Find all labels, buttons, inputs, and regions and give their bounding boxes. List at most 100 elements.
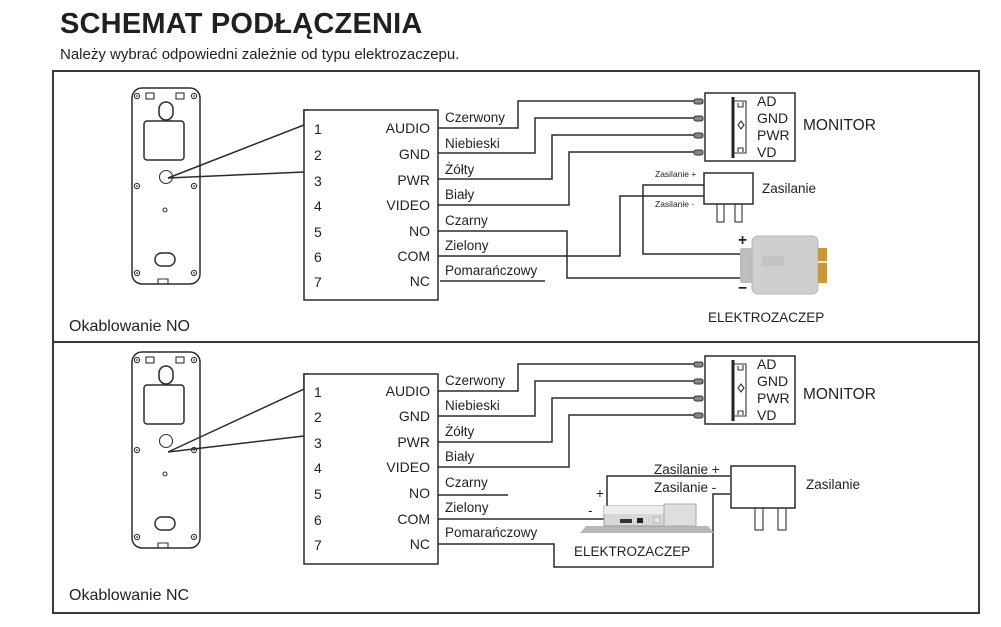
- pin-number: 4: [314, 460, 322, 476]
- wire-audio: [438, 100, 698, 129]
- monitor-terminal-label: VD: [757, 407, 776, 423]
- wire-label: Czerwony: [445, 373, 505, 388]
- psu-minus-label: Zasilanie -: [655, 199, 694, 209]
- plate-outline: [131, 87, 201, 285]
- wire-label: Pomarańczowy: [445, 263, 538, 278]
- monitor-terminal-label: GND: [757, 110, 788, 126]
- wire-label: Czerwony: [445, 110, 505, 125]
- lock-label: ELEKTROZACZEP: [574, 544, 690, 559]
- signal-label: VIDEO: [386, 197, 430, 213]
- signal-label: VIDEO: [386, 459, 430, 475]
- section-nc: 1 2 3 4 5 6 7 AUDIO GND PWR VIDEO NO COM…: [69, 351, 876, 604]
- wire-label: Biały: [445, 187, 475, 202]
- connector-block: [303, 109, 439, 301]
- pin-number: 3: [314, 173, 322, 189]
- wire-nc: [438, 493, 730, 568]
- door-station-plate: [131, 351, 201, 549]
- pin-number: 6: [314, 249, 322, 265]
- signal-label: COM: [397, 511, 430, 527]
- signal-label: GND: [399, 146, 430, 162]
- wire-label: Żółty: [445, 162, 475, 177]
- monitor-terminal-label: AD: [757, 356, 776, 372]
- pin-number: 7: [314, 274, 322, 290]
- wire-video: [438, 414, 698, 468]
- lock-label: ELEKTROZACZEP: [708, 310, 824, 325]
- plate-top-slot: [158, 101, 174, 121]
- psu-plus-label: Zasilanie +: [655, 169, 696, 179]
- pin-number: 6: [314, 512, 322, 528]
- wire-psu-plus: [642, 184, 742, 255]
- wire-label: Pomarańczowy: [445, 525, 538, 540]
- power-supply-label: Zasilanie: [762, 181, 816, 196]
- wire-pwr: [438, 134, 698, 180]
- section-caption: Okablowanie NO: [69, 318, 190, 335]
- lock-minus-sign: −: [738, 280, 747, 297]
- wire-label: Zielony: [445, 238, 489, 253]
- wire-audio: [438, 363, 698, 392]
- signal-label: AUDIO: [386, 383, 430, 399]
- connector-pins: 1 2 3 4 5 6 7: [314, 384, 322, 553]
- monitor-terminal-label: AD: [757, 93, 776, 109]
- connector-signals: AUDIO GND PWR VIDEO NO COM NC: [386, 120, 430, 289]
- monitor-terminal-label: VD: [757, 144, 776, 160]
- monitor-terminal-label: GND: [757, 373, 788, 389]
- camera-window: [143, 120, 185, 161]
- wire-video: [438, 151, 698, 206]
- plate-outline: [131, 351, 201, 549]
- power-supply: Zasilanie + Zasilanie - Zasilanie: [655, 169, 816, 223]
- signal-label: AUDIO: [386, 120, 430, 136]
- wire-com: [438, 195, 704, 257]
- power-supply-box: [730, 465, 796, 509]
- lock-base-plate: [580, 526, 714, 533]
- cable-line-bottom: [167, 435, 305, 453]
- signal-label: COM: [397, 248, 430, 264]
- wire-label: Zielony: [445, 500, 489, 515]
- monitor-label: MONITOR: [803, 117, 876, 134]
- monitor-terminal: AD GND PWR VD MONITOR: [693, 355, 876, 425]
- wire-gnd: [438, 380, 698, 417]
- pin-number: 1: [314, 121, 322, 137]
- signal-label: NO: [409, 485, 430, 501]
- wire-gnd: [438, 117, 698, 154]
- psu-minus-label: Zasilanie -: [654, 480, 716, 495]
- lock-body: [751, 235, 819, 295]
- pin-number: 1: [314, 384, 322, 400]
- cable-line-top: [167, 373, 308, 453]
- signal-label: GND: [399, 408, 430, 424]
- cable-line-bottom: [167, 171, 305, 179]
- camera-window: [143, 384, 185, 425]
- wire-label: Żółty: [445, 424, 475, 439]
- connector-signals: AUDIO GND PWR VIDEO NO COM NC: [386, 383, 430, 552]
- power-supply-box: [703, 172, 754, 205]
- wire-label: Czarny: [445, 213, 488, 228]
- monitor-terminal: AD GND PWR VD MONITOR: [693, 92, 876, 162]
- wire-label: Niebieski: [445, 136, 500, 151]
- pin-number: 3: [314, 435, 322, 451]
- signal-label: PWR: [397, 434, 430, 450]
- connector-pins: 1 2 3 4 5 6 7: [314, 121, 322, 290]
- section-caption: Okablowanie NC: [69, 587, 189, 604]
- cable-line-top: [167, 109, 308, 179]
- wire-label: Biały: [445, 449, 475, 464]
- power-supply-label: Zasilanie: [806, 477, 860, 492]
- page-title: SCHEMAT PODŁĄCZENIA: [60, 8, 423, 40]
- wire-label: Niebieski: [445, 398, 500, 413]
- pin-number: 7: [314, 537, 322, 553]
- cable-hole: [158, 433, 174, 449]
- monitor-box: [704, 92, 796, 162]
- connector-block: [303, 373, 439, 565]
- wire-psu-plus: [606, 475, 730, 507]
- lock-plus-sign: +: [738, 232, 747, 249]
- wire-color-labels: Czerwony Niebieski Żółty Biały Czarny Zi…: [445, 110, 538, 278]
- signal-label: NC: [410, 273, 430, 289]
- pin-number: 5: [314, 486, 322, 502]
- lock-plus-sign: +: [596, 486, 604, 501]
- psu-plus-label: Zasilanie +: [654, 462, 720, 477]
- wire-pwr: [438, 397, 698, 443]
- power-supply: Zasilanie + Zasilanie - Zasilanie: [654, 462, 860, 531]
- pin-number: 2: [314, 409, 322, 425]
- wire-no: [438, 230, 742, 279]
- pin-number: 4: [314, 198, 322, 214]
- wire-color-labels: Czerwony Niebieski Żółty Biały Czarny Zi…: [445, 373, 538, 540]
